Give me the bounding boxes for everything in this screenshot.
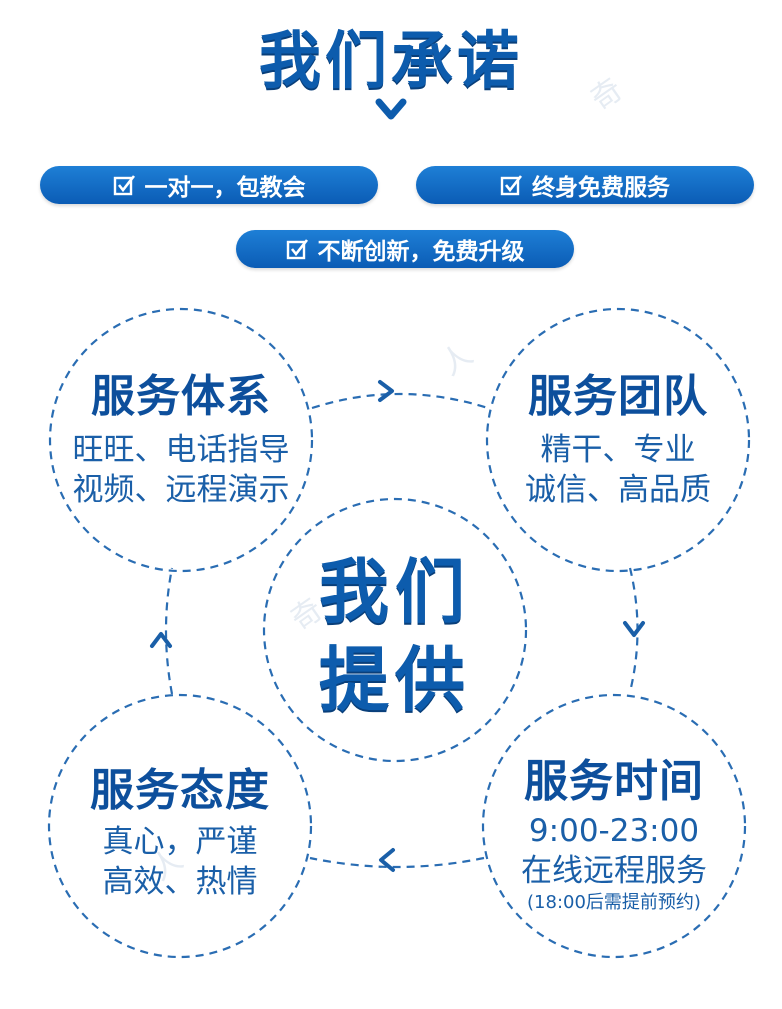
arrow-up-icon bbox=[150, 632, 172, 648]
circle-system bbox=[48, 307, 314, 573]
circle-time-line2: 在线远程服务 bbox=[521, 853, 707, 889]
arrow-down-icon bbox=[623, 621, 645, 637]
promise-label-1: 一对一，包教会 bbox=[144, 175, 306, 201]
promise-label-3: 不断创新，免费升级 bbox=[317, 239, 525, 265]
circle-system-line1: 旺旺、电话指导 bbox=[72, 432, 290, 468]
checkbox-icon bbox=[113, 175, 135, 196]
checkbox-icon bbox=[286, 239, 308, 260]
circle-attitude-line2: 高效、热情 bbox=[102, 864, 258, 900]
connector-left bbox=[164, 567, 174, 695]
center-content: 我们 提供 bbox=[290, 548, 500, 724]
center-line1: 我们 bbox=[319, 551, 471, 633]
checkbox-icon bbox=[500, 175, 523, 196]
circle-time-heading: 服务时间 bbox=[524, 756, 704, 807]
page-title: 我们承诺 bbox=[258, 24, 523, 97]
chevron-down-icon bbox=[375, 98, 407, 120]
circle-attitude bbox=[47, 693, 313, 959]
circle-team bbox=[485, 307, 751, 573]
circle-team-content: 服务团队 精干、专业 诚信、高品质 bbox=[493, 372, 743, 510]
circle-system-content: 服务体系 旺旺、电话指导 视频、远程演示 bbox=[56, 372, 306, 510]
circle-attitude-content: 服务态度 真心，严谨 高效、热情 bbox=[55, 766, 305, 902]
promise-label-2: 终身免费服务 bbox=[532, 175, 670, 201]
circle-attitude-heading: 服务态度 bbox=[90, 765, 270, 816]
center-line2: 提供 bbox=[319, 639, 471, 721]
circle-team-line2: 诚信、高品质 bbox=[525, 472, 711, 508]
circle-time-content: 服务时间 9:00-23:00 在线远程服务 (18:00后需提前预约) bbox=[489, 757, 739, 915]
promise-pill-2: 终身免费服务 bbox=[416, 166, 754, 204]
circle-system-line2: 视频、远程演示 bbox=[72, 472, 290, 508]
circle-system-heading: 服务体系 bbox=[91, 371, 271, 422]
connector-bottom bbox=[309, 856, 485, 869]
promise-pill-1: 一对一，包教会 bbox=[40, 166, 378, 204]
circle-team-line1: 精干、专业 bbox=[540, 432, 696, 468]
circle-attitude-line1: 真心，严谨 bbox=[102, 824, 258, 860]
circle-time-line1: 9:00-23:00 bbox=[528, 813, 700, 849]
circle-time bbox=[481, 693, 747, 959]
arrow-right-icon bbox=[378, 380, 394, 402]
circle-center bbox=[262, 497, 528, 763]
circle-time-note: (18:00后需提前预约) bbox=[527, 892, 701, 913]
connector-top bbox=[311, 392, 489, 410]
arrow-left-icon bbox=[379, 848, 395, 872]
circle-team-heading: 服务团队 bbox=[528, 371, 708, 422]
promise-pill-3: 不断创新，免费升级 bbox=[236, 230, 574, 268]
